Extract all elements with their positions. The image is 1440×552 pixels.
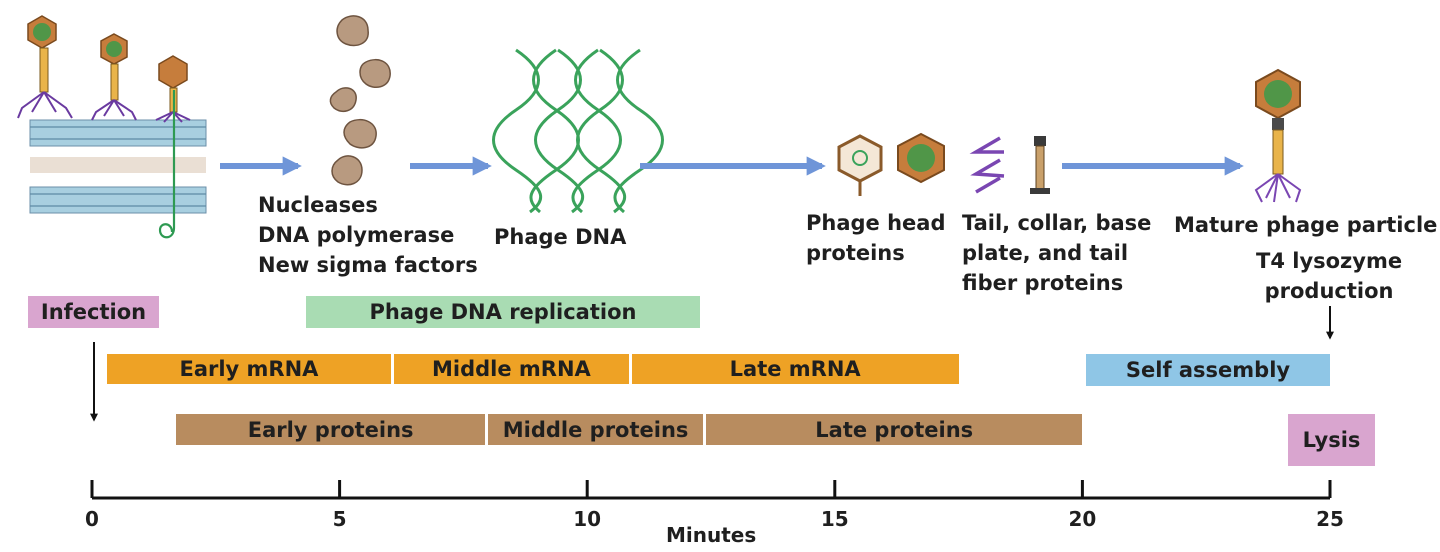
protein-bar-1: Middle proteins [488, 414, 704, 445]
phage-1-icon [17, 15, 73, 119]
tick-label-3: 15 [820, 507, 849, 531]
dna-replication-bar: Phage DNA replication [306, 296, 700, 328]
tick-label-2: 10 [573, 507, 602, 531]
mature-particle-label: Mature phage particle [1174, 213, 1438, 237]
enzyme-blobs-icon [329, 15, 391, 186]
self-assembly-bar: Self assembly [1086, 354, 1330, 386]
protein-bar-2: Late proteins [706, 414, 1083, 445]
phage-on-membrane-icon [17, 15, 207, 239]
tick-label-0: 0 [85, 507, 99, 531]
mrna-bar-1: Middle mRNA [394, 354, 629, 384]
protein-bar-0: Early proteins [176, 414, 486, 445]
lysozyme-label: T4 lysozyme production [1256, 249, 1403, 303]
phage-head-icon [837, 132, 945, 196]
tick-label-5: 25 [1316, 507, 1344, 531]
phage-dna-label: Phage DNA [494, 225, 627, 249]
enzymes-label: Nucleases DNA polymerase New sigma facto… [258, 193, 478, 277]
phage-3-icon [155, 55, 191, 239]
dna-helix-icon [492, 48, 664, 214]
infection-box: Infection [28, 296, 159, 328]
axis-label: Minutes [666, 523, 757, 547]
mrna-bar-2: Late mRNA [631, 354, 959, 384]
tick-label-4: 20 [1068, 507, 1097, 531]
lysis-box: Lysis [1288, 414, 1375, 466]
mature-phage-icon [1254, 68, 1302, 203]
phage-2-icon [91, 33, 137, 121]
tick-label-1: 5 [332, 507, 347, 531]
head-proteins-label: Phage head proteins [806, 211, 946, 265]
tail-parts-icon [969, 136, 1050, 194]
mrna-bar-0: Early mRNA [106, 354, 392, 384]
tail-proteins-label: Tail, collar, base plate, and tail fiber… [962, 211, 1152, 295]
